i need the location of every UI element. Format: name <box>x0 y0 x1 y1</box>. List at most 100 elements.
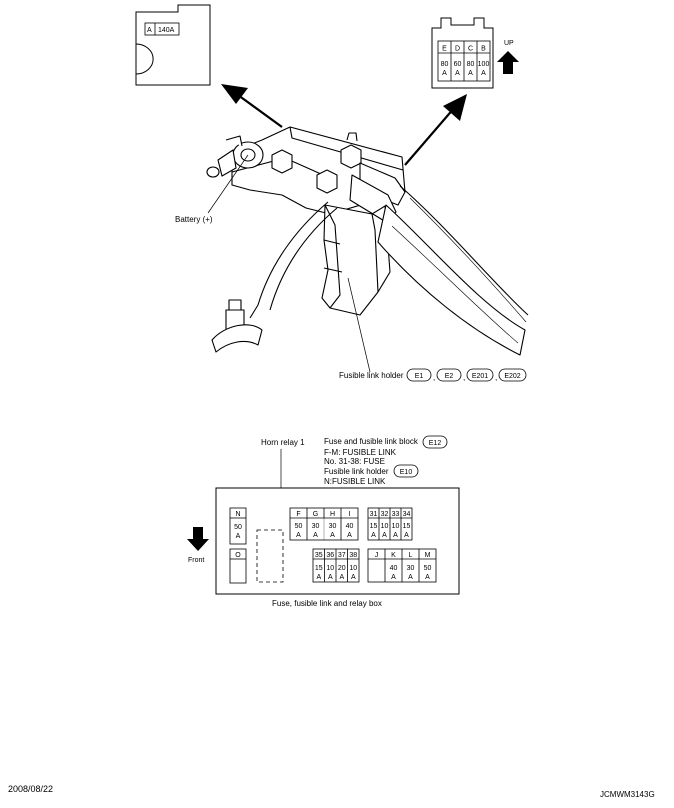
svg-text:31: 31 <box>370 511 378 518</box>
svg-text:20: 20 <box>338 565 346 572</box>
svg-text:A: A <box>330 532 335 539</box>
fuses-f-i: F G H I 50 30 30 40 A A A A <box>289 507 359 541</box>
fuse-o: O <box>229 548 247 584</box>
svg-text:30: 30 <box>407 565 415 572</box>
svg-text:A: A <box>481 70 486 77</box>
relay-box: N 50 A O F G H I 50 30 30 40 A <box>215 487 460 595</box>
svg-text:60: 60 <box>454 61 462 68</box>
inset-fusible-link-a: A 140A <box>135 4 211 86</box>
fusible-link-holder-label: Fusible link holder <box>339 371 404 380</box>
separator: , <box>463 373 465 382</box>
up-arrow-icon <box>497 51 519 74</box>
svg-text:I: I <box>349 511 351 518</box>
svg-text:34: 34 <box>403 511 411 518</box>
footer-date: 2008/08/22 <box>8 784 54 794</box>
fuse-n: N 50 A <box>229 507 247 545</box>
svg-text:M: M <box>425 552 431 559</box>
svg-text:F: F <box>296 511 300 518</box>
svg-text:E10: E10 <box>400 469 413 476</box>
svg-text:L: L <box>409 552 413 559</box>
svg-text:15: 15 <box>370 523 378 530</box>
connector-e1: E1 <box>406 368 432 382</box>
fuses-35-38: 35 36 37 38 15 10 20 10 A A A A <box>312 548 360 583</box>
svg-text:10: 10 <box>392 523 400 530</box>
no-line: No. 31-38: FUSE <box>324 457 385 466</box>
svg-text:E202: E202 <box>504 373 520 380</box>
svg-text:A: A <box>347 532 352 539</box>
svg-text:G: G <box>313 511 318 518</box>
holder-line: Fusible link holder <box>324 467 389 476</box>
svg-text:A: A <box>328 574 333 581</box>
svg-text:B: B <box>481 46 486 53</box>
inset-fuse-d: D 60 A <box>454 46 462 78</box>
svg-text:A: A <box>313 532 318 539</box>
front-arrow-icon <box>187 527 209 551</box>
connector-e10: E10 <box>393 464 419 478</box>
svg-text:J: J <box>375 552 379 559</box>
fuses-j-m: J K L M 40 30 50 A A A <box>367 548 437 583</box>
svg-text:36: 36 <box>326 552 334 559</box>
svg-text:10: 10 <box>381 523 389 530</box>
svg-text:100: 100 <box>478 61 490 68</box>
svg-text:O: O <box>235 552 241 559</box>
fuses-31-34: 31 32 33 34 15 10 10 15 A A A A <box>367 507 413 541</box>
up-label: UP <box>504 40 514 47</box>
battery-illustration <box>206 126 529 356</box>
svg-text:50: 50 <box>295 523 303 530</box>
connector-e201: E201 <box>466 368 494 382</box>
pointer-arrow-right <box>404 94 467 166</box>
svg-text:E12: E12 <box>429 440 442 447</box>
svg-text:E: E <box>442 46 447 53</box>
svg-text:50: 50 <box>234 524 242 531</box>
svg-text:D: D <box>455 46 460 53</box>
svg-text:40: 40 <box>390 565 398 572</box>
svg-text:A: A <box>296 532 301 539</box>
inset-fuse-b: B 100 A <box>478 46 490 78</box>
svg-text:A: A <box>425 574 430 581</box>
inset-fusible-link-eb: E 80 A D 60 A C 80 A B 100 A <box>431 17 494 89</box>
inset-fuse-c: C 80 A <box>467 46 475 78</box>
svg-text:33: 33 <box>392 511 400 518</box>
svg-text:A: A <box>316 574 321 581</box>
svg-text:40: 40 <box>346 523 354 530</box>
block-title: Fuse and fusible link block <box>324 437 419 446</box>
svg-text:A: A <box>236 533 241 540</box>
svg-text:15: 15 <box>403 523 411 530</box>
svg-text:A: A <box>455 70 460 77</box>
svg-text:A: A <box>339 574 344 581</box>
n-line: N:FUSIBLE LINK <box>324 477 386 486</box>
svg-text:15: 15 <box>315 565 323 572</box>
svg-text:32: 32 <box>381 511 389 518</box>
horn-relay-outline <box>256 529 284 583</box>
svg-text:E1: E1 <box>415 373 424 380</box>
svg-text:35: 35 <box>315 552 323 559</box>
svg-text:E2: E2 <box>445 373 454 380</box>
svg-text:38: 38 <box>349 552 357 559</box>
fm-line: F-M: FUSIBLE LINK <box>324 448 397 457</box>
svg-text:80: 80 <box>467 61 475 68</box>
svg-text:K: K <box>391 552 396 559</box>
svg-text:H: H <box>330 511 335 518</box>
connector-e202: E202 <box>498 368 527 382</box>
svg-text:A: A <box>442 70 447 77</box>
footer-code: JCMWM3143G <box>600 790 655 799</box>
inset-a-rating: 140A <box>158 27 175 34</box>
separator: , <box>433 373 435 382</box>
relay-box-caption: Fuse, fusible link and relay box <box>272 599 382 608</box>
svg-text:A: A <box>404 532 409 539</box>
inset-a-letter: A <box>147 27 152 34</box>
svg-text:50: 50 <box>424 565 432 572</box>
svg-text:A: A <box>393 532 398 539</box>
svg-text:E201: E201 <box>472 373 488 380</box>
connector-e12: E12 <box>422 435 448 449</box>
horn-relay-label: Horn relay 1 <box>261 438 305 447</box>
svg-text:30: 30 <box>329 523 337 530</box>
svg-text:37: 37 <box>338 552 346 559</box>
battery-leader <box>207 154 249 214</box>
svg-text:N: N <box>235 511 240 518</box>
svg-text:A: A <box>371 532 376 539</box>
svg-text:10: 10 <box>326 565 334 572</box>
svg-text:C: C <box>468 46 473 53</box>
svg-text:A: A <box>351 574 356 581</box>
